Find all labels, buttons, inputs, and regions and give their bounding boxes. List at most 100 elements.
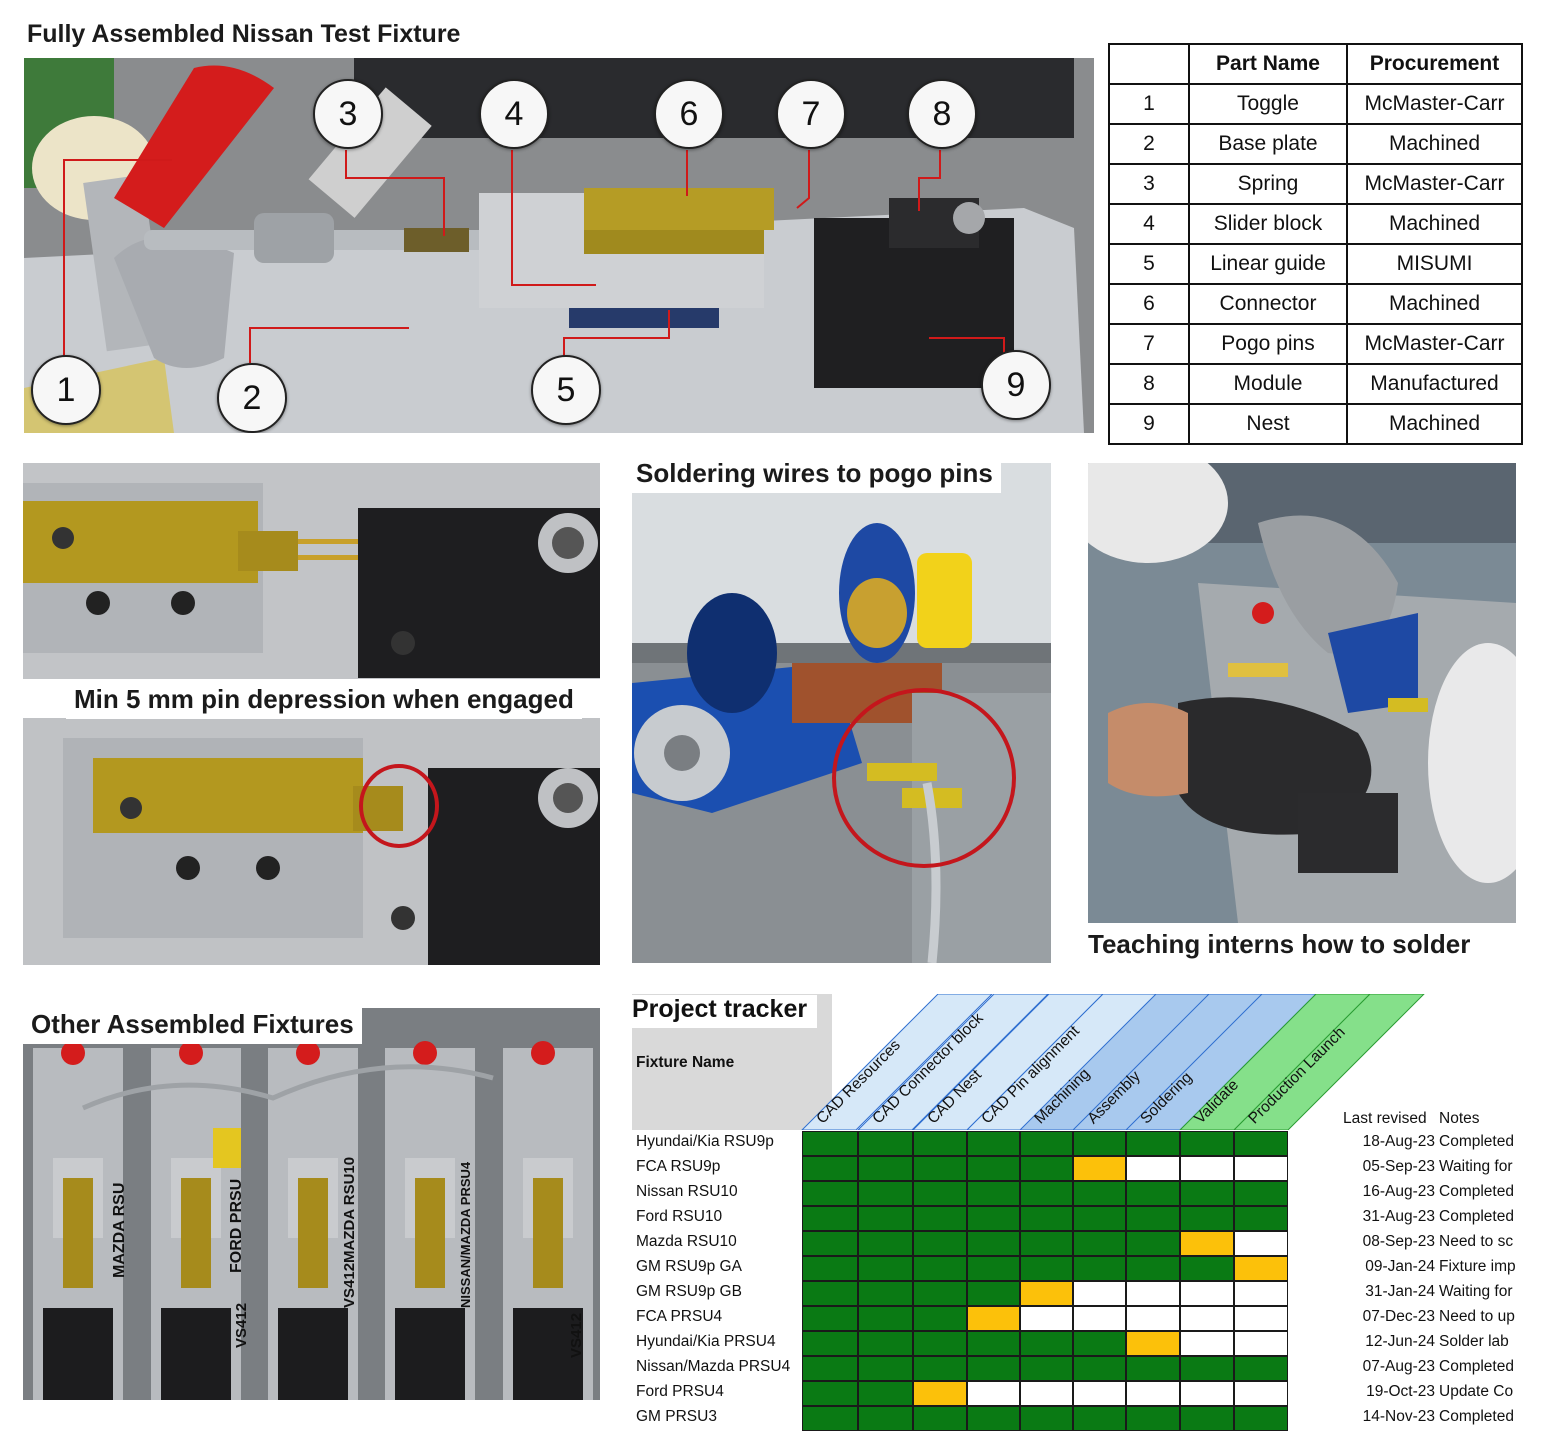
last-revised-date: 05-Sep-23 bbox=[1362, 1158, 1435, 1175]
fixture-name: Ford PRSU4 bbox=[636, 1383, 724, 1400]
part-index: 9 bbox=[1108, 403, 1190, 445]
status-cell bbox=[858, 1306, 913, 1331]
part-index: 4 bbox=[1108, 203, 1190, 245]
pin-depression-caption: Min 5 mm pin depression when engaged bbox=[66, 680, 582, 719]
soldering-caption: Soldering wires to pogo pins bbox=[628, 454, 1001, 493]
status-cell bbox=[802, 1181, 858, 1206]
status-cell bbox=[802, 1356, 858, 1381]
fixture-label-mazda-rsu10: MAZDA RSU10 bbox=[341, 1156, 358, 1263]
status-cell bbox=[1180, 1256, 1234, 1281]
status-cell bbox=[913, 1206, 967, 1231]
status-cell bbox=[858, 1206, 913, 1231]
main-fixture-photo: 1 2 3 4 5 6 7 8 9 bbox=[24, 58, 1094, 433]
status-cell bbox=[1020, 1256, 1073, 1281]
status-cell bbox=[1073, 1381, 1126, 1406]
status-cell bbox=[858, 1281, 913, 1306]
status-cell bbox=[1180, 1281, 1234, 1306]
status-cell bbox=[1020, 1156, 1073, 1181]
parts-header-index bbox=[1108, 43, 1190, 85]
part-procurement: Machined bbox=[1346, 283, 1523, 325]
status-cell bbox=[913, 1381, 967, 1406]
other-fixtures-illustration bbox=[23, 1008, 600, 1400]
status-cell bbox=[1020, 1281, 1073, 1306]
status-cell bbox=[1073, 1306, 1126, 1331]
note-text: Completed bbox=[1439, 1183, 1514, 1200]
status-cell bbox=[1234, 1181, 1288, 1206]
step-header-band bbox=[1179, 994, 1371, 1130]
status-cell bbox=[1126, 1306, 1180, 1331]
status-cell bbox=[1126, 1156, 1180, 1181]
status-cell bbox=[1234, 1206, 1288, 1231]
fixture-name-header: Fixture Name bbox=[636, 1054, 735, 1071]
fixture-name: GM PRSU3 bbox=[636, 1408, 717, 1425]
part-name: Slider block bbox=[1188, 203, 1348, 245]
fixture-label-vs412-c: VS412 bbox=[568, 1312, 585, 1358]
fixture-name: FCA PRSU4 bbox=[636, 1308, 723, 1325]
status-cell bbox=[1180, 1406, 1234, 1431]
status-cell bbox=[802, 1256, 858, 1281]
status-cell bbox=[802, 1331, 858, 1356]
note-text: Waiting for bbox=[1439, 1283, 1513, 1300]
intern-caption: Teaching interns how to solder bbox=[1080, 925, 1479, 964]
status-cell bbox=[967, 1156, 1020, 1181]
fixture-name: GM RSU9p GB bbox=[636, 1283, 742, 1300]
part-procurement: Machined bbox=[1346, 403, 1523, 445]
status-cell bbox=[1073, 1331, 1126, 1356]
status-cell bbox=[913, 1131, 967, 1156]
note-text: Fixture imp bbox=[1439, 1258, 1515, 1275]
part-index: 7 bbox=[1108, 323, 1190, 365]
note-text: Waiting for bbox=[1439, 1158, 1513, 1175]
tracker-title: Project tracker bbox=[632, 995, 818, 1028]
status-cell bbox=[1234, 1356, 1288, 1381]
fixture-name: Ford RSU10 bbox=[636, 1208, 723, 1225]
status-cell bbox=[1180, 1231, 1234, 1256]
last-revised-date: 18-Aug-23 bbox=[1362, 1133, 1435, 1150]
status-cell bbox=[1126, 1181, 1180, 1206]
status-cell bbox=[1234, 1281, 1288, 1306]
callout-6: 6 bbox=[654, 79, 724, 149]
other-fixtures-caption: Other Assembled Fixtures bbox=[23, 1005, 362, 1044]
status-cell bbox=[1126, 1206, 1180, 1231]
part-index: 2 bbox=[1108, 123, 1190, 165]
status-cell bbox=[858, 1406, 913, 1431]
part-index: 6 bbox=[1108, 283, 1190, 325]
soldering-photo bbox=[632, 463, 1051, 963]
status-cell bbox=[1073, 1206, 1126, 1231]
part-name: Connector bbox=[1188, 283, 1348, 325]
last-revised-date: 07-Dec-23 bbox=[1362, 1308, 1435, 1325]
step-header-band bbox=[912, 994, 1104, 1130]
fixture-name: Nissan RSU10 bbox=[636, 1183, 738, 1200]
status-cell bbox=[1020, 1381, 1073, 1406]
fixture-name: Hyundai/Kia PRSU4 bbox=[636, 1333, 776, 1350]
status-cell bbox=[1073, 1281, 1126, 1306]
status-cell bbox=[858, 1331, 913, 1356]
status-cell bbox=[858, 1156, 913, 1181]
status-cell bbox=[802, 1281, 858, 1306]
last-revised-header: Last revised bbox=[1343, 1110, 1427, 1127]
intern-photo bbox=[1088, 463, 1516, 923]
status-cell bbox=[1126, 1231, 1180, 1256]
status-cell bbox=[1180, 1356, 1234, 1381]
status-cell bbox=[1020, 1406, 1073, 1431]
callout-4: 4 bbox=[479, 79, 549, 149]
status-cell bbox=[858, 1231, 913, 1256]
status-cell bbox=[913, 1231, 967, 1256]
part-index: 3 bbox=[1108, 163, 1190, 205]
status-cell bbox=[967, 1381, 1020, 1406]
callout-9: 9 bbox=[981, 350, 1051, 420]
note-text: Solder lab bbox=[1439, 1333, 1509, 1350]
pin-photo-top bbox=[23, 463, 600, 679]
fixture-name: GM RSU9p GA bbox=[636, 1258, 742, 1275]
status-cell bbox=[1073, 1256, 1126, 1281]
part-name: Linear guide bbox=[1188, 243, 1348, 285]
part-procurement: McMaster-Carr bbox=[1346, 163, 1523, 205]
status-cell bbox=[1020, 1181, 1073, 1206]
other-fixtures-photo: MAZDA RSU FORD PRSU VS412 MAZDA RSU10 VS… bbox=[23, 1008, 600, 1400]
status-cell bbox=[858, 1356, 913, 1381]
part-index: 8 bbox=[1108, 363, 1190, 405]
status-cell bbox=[1020, 1331, 1073, 1356]
